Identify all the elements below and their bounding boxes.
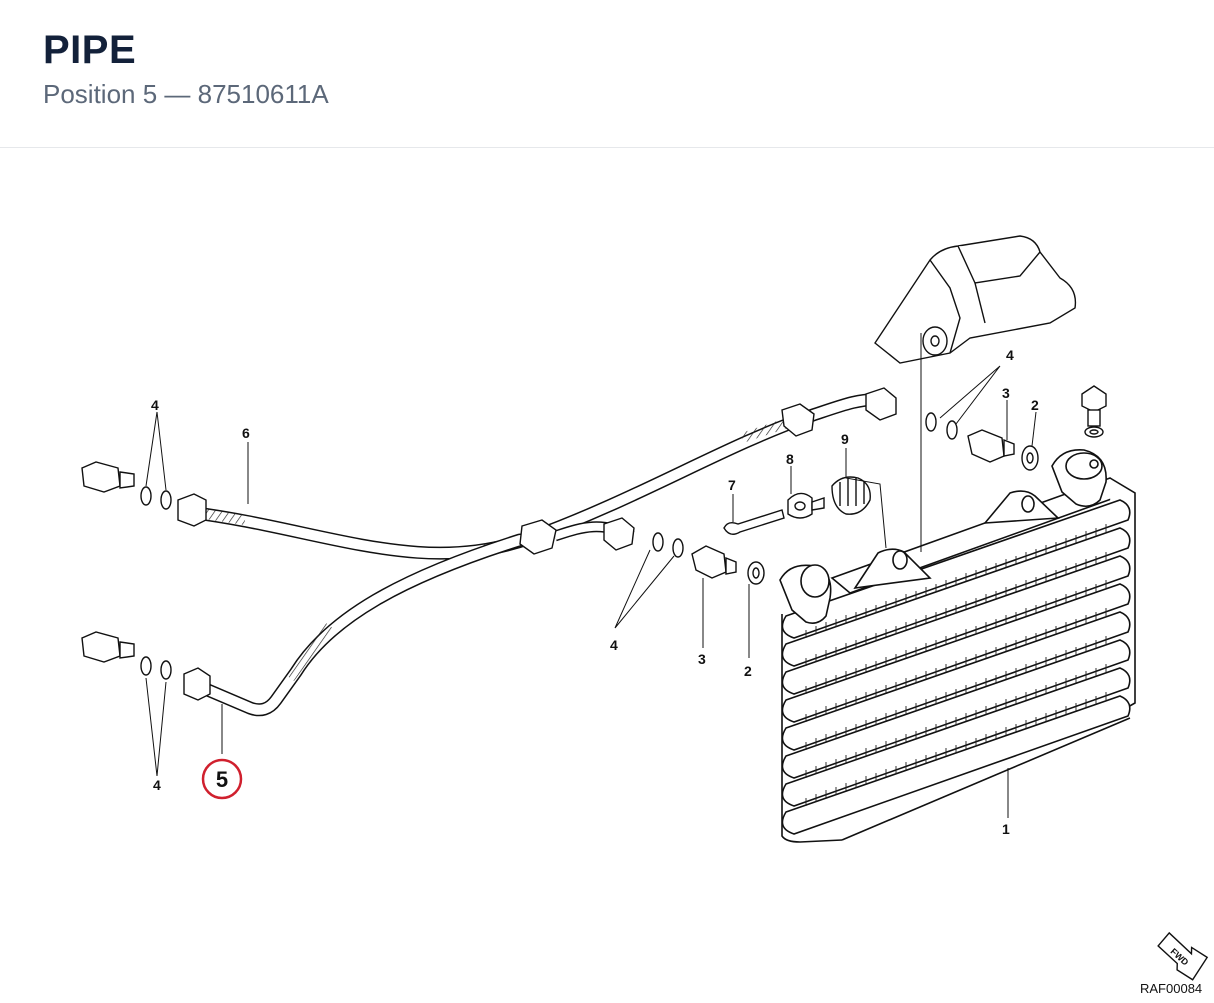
drawing-code: RAF00084 bbox=[1140, 981, 1202, 996]
left-end-fittings bbox=[81, 461, 172, 680]
callout-8: 8 bbox=[786, 451, 794, 467]
callout-1: 1 bbox=[1002, 821, 1010, 837]
parts-diagram: 4 6 4 4 3 2 7 8 9 4 3 2 1 5 FWD RAF00084 bbox=[81, 235, 1209, 996]
callout-4-top-left: 4 bbox=[151, 397, 159, 413]
hose-nuts bbox=[177, 387, 897, 701]
callout-9: 9 bbox=[841, 431, 849, 447]
page-header: PIPE Position 5 — 87510611A bbox=[0, 0, 1214, 148]
mid-fittings bbox=[652, 532, 765, 585]
page-title: PIPE bbox=[43, 28, 137, 72]
screw-spacer-damper bbox=[723, 476, 871, 535]
callout-7: 7 bbox=[728, 477, 736, 493]
callout-2-left: 2 bbox=[744, 663, 752, 679]
mounting-bracket bbox=[874, 235, 1077, 364]
oil-cooler bbox=[779, 449, 1136, 843]
part-subtitle: Position 5 — 87510611A bbox=[43, 79, 329, 109]
callout-4-mid: 4 bbox=[610, 637, 618, 653]
right-fittings bbox=[925, 412, 1039, 471]
callout-3-right: 3 bbox=[1002, 385, 1010, 401]
lower-pipe-part-5 bbox=[189, 533, 527, 717]
callout-2-right: 2 bbox=[1031, 397, 1039, 413]
callout-6: 6 bbox=[242, 425, 250, 441]
fwd-arrow-icon: FWD bbox=[1157, 931, 1209, 981]
highlighted-callout-5[interactable]: 5 bbox=[201, 758, 243, 800]
banjo-bolt bbox=[1081, 385, 1107, 438]
callout-labels: 4 6 4 4 3 2 7 8 9 4 3 2 1 bbox=[151, 347, 1039, 837]
callout-3-left: 3 bbox=[698, 651, 706, 667]
callout-4-right: 4 bbox=[1006, 347, 1014, 363]
leader-lines bbox=[145, 333, 1037, 818]
callout-5: 5 bbox=[216, 767, 228, 792]
callout-4-bottom-left: 4 bbox=[153, 777, 161, 793]
